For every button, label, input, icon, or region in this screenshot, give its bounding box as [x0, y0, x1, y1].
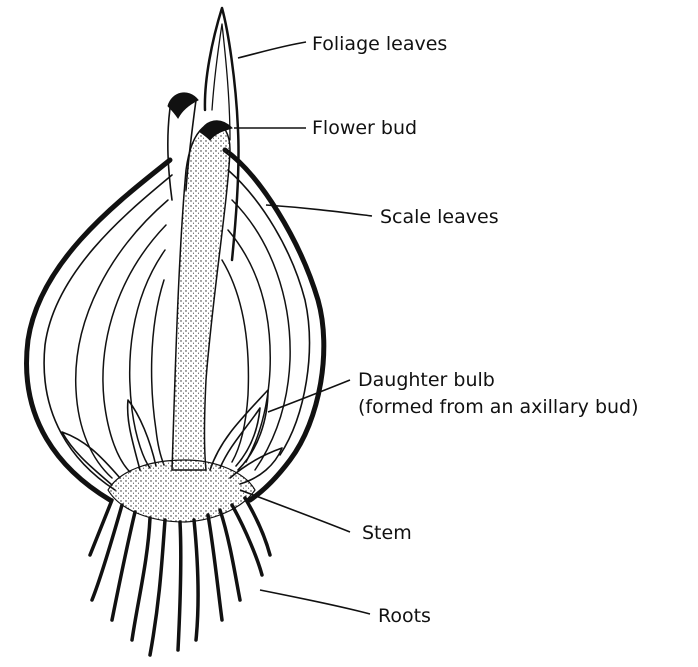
label-roots: Roots — [378, 605, 431, 627]
leader-stem — [240, 490, 350, 532]
label-stem: Stem — [362, 522, 412, 544]
leader-roots — [260, 590, 370, 614]
label-foliage-leaves: Foliage leaves — [312, 33, 447, 55]
flower-stalk — [172, 122, 230, 470]
label-flower-bud: Flower bud — [312, 117, 417, 139]
scale-leaves-left — [76, 200, 168, 478]
label-daughter-bulb-note: (formed from an axillary bud) — [358, 396, 639, 418]
roots — [90, 498, 270, 655]
leader-foliage-leaves — [238, 42, 306, 58]
label-daughter-bulb: Daughter bulb — [358, 369, 495, 391]
label-scale-leaves: Scale leaves — [380, 206, 499, 228]
stem-basal-plate — [108, 460, 255, 522]
leader-daughter-bulb — [268, 380, 350, 412]
